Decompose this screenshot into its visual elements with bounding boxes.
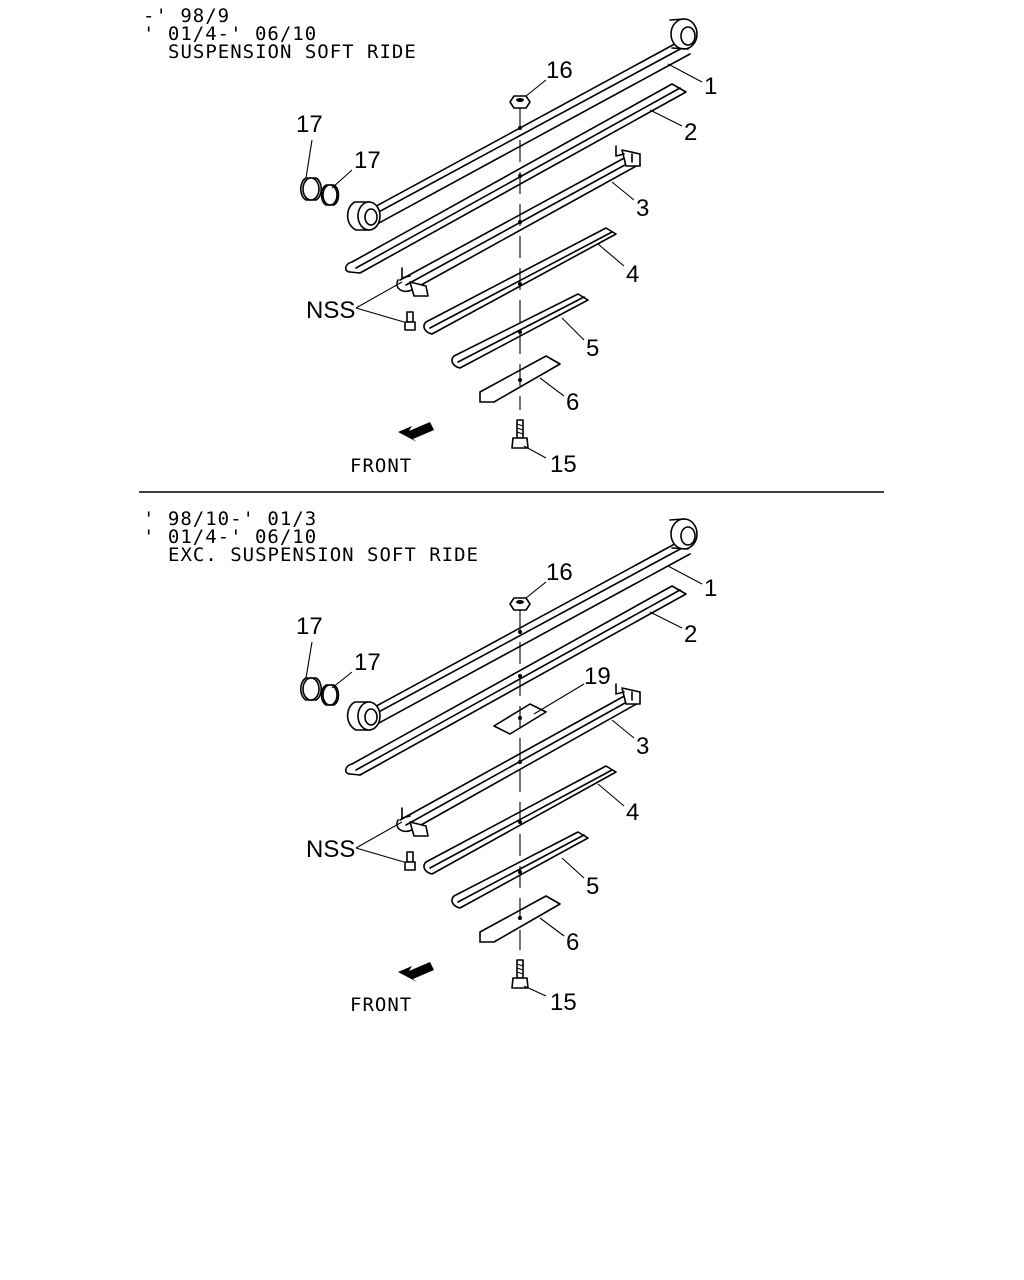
main-leaf-spring bbox=[346, 518, 698, 731]
callout-16: 16 bbox=[546, 559, 573, 586]
nss-bolt bbox=[404, 311, 416, 331]
bushing-outer bbox=[299, 677, 323, 701]
callout-1: 1 bbox=[704, 575, 717, 602]
main-leaf-spring bbox=[346, 18, 698, 231]
callout-4: 4 bbox=[626, 261, 639, 288]
bushing-inner bbox=[320, 684, 340, 706]
callout-6: 6 bbox=[566, 389, 579, 416]
center-bolt bbox=[511, 959, 529, 989]
panel-soft-ride: -' 98/9 ' 01/4-' 06/10 SUSPENSION SOFT R… bbox=[143, 5, 717, 478]
panel-2-header-line-2: ' 01/4-' 06/10 bbox=[143, 526, 317, 548]
panel-1-header-line-1: -' 98/9 bbox=[143, 5, 230, 27]
callout-1: 1 bbox=[704, 73, 717, 100]
callout-15: 15 bbox=[550, 989, 577, 1016]
callout-16: 16 bbox=[546, 57, 573, 84]
bushing-outer bbox=[299, 177, 323, 201]
center-bolt bbox=[511, 419, 529, 449]
leaf-2 bbox=[344, 83, 687, 274]
callout-17-inner: 17 bbox=[354, 649, 381, 676]
callout-17-inner: 17 bbox=[354, 147, 381, 174]
callout-5: 5 bbox=[586, 335, 599, 362]
panel-2-header-line-3: EXC. SUSPENSION SOFT RIDE bbox=[168, 544, 479, 566]
nut bbox=[509, 95, 531, 109]
callout-nss: NSS bbox=[306, 297, 355, 324]
callout-2: 2 bbox=[684, 621, 697, 648]
callout-5: 5 bbox=[586, 873, 599, 900]
callout-3: 3 bbox=[636, 733, 649, 760]
panel-2-header-line-1: ' 98/10-' 01/3 bbox=[143, 508, 317, 530]
nut bbox=[509, 597, 531, 611]
callout-17-outer: 17 bbox=[296, 111, 323, 138]
callout-2: 2 bbox=[684, 119, 697, 146]
callout-15: 15 bbox=[550, 451, 577, 478]
panel-1-header-line-2: ' 01/4-' 06/10 bbox=[143, 23, 317, 45]
bushing-inner bbox=[320, 184, 340, 206]
callout-6: 6 bbox=[566, 929, 579, 956]
leaf-2 bbox=[344, 585, 687, 776]
callout-19: 19 bbox=[584, 663, 611, 690]
callout-17-outer: 17 bbox=[296, 613, 323, 640]
callout-4: 4 bbox=[626, 799, 639, 826]
callout-nss: NSS bbox=[306, 836, 355, 863]
panel-exc-soft-ride: ' 98/10-' 01/3 ' 01/4-' 06/10 EXC. SUSPE… bbox=[143, 508, 717, 1016]
callout-3: 3 bbox=[636, 195, 649, 222]
front-arrow-icon bbox=[398, 422, 434, 442]
panel-2-front-label: FRONT bbox=[350, 994, 412, 1016]
panel-1-header-line-3: SUSPENSION SOFT RIDE bbox=[168, 41, 417, 63]
panel-1-front-label: FRONT bbox=[350, 455, 412, 477]
front-arrow-icon bbox=[398, 962, 434, 982]
nss-bolt bbox=[404, 851, 416, 871]
